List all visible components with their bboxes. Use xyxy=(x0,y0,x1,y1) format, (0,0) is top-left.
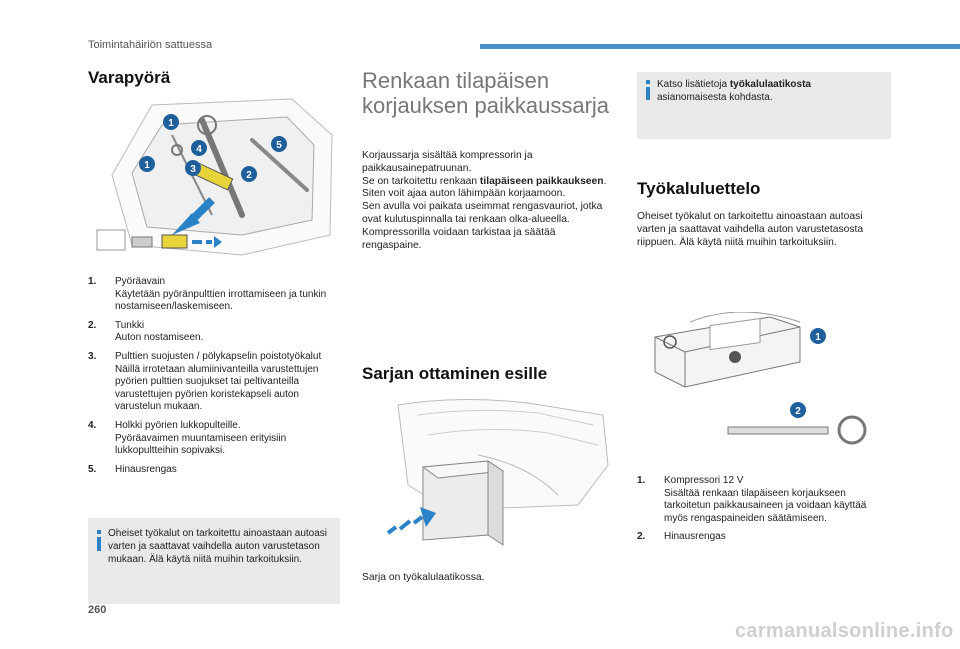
svg-text:2: 2 xyxy=(795,406,801,417)
kit-location-caption: Sarja on työkalulaatikossa. xyxy=(362,572,485,583)
spare-wheel-title: Varapyörä xyxy=(88,68,171,87)
towing-eye-ring xyxy=(837,415,867,445)
info-icon xyxy=(646,80,650,84)
list-item: 5.Hinausrengas xyxy=(88,463,177,475)
svg-text:1: 1 xyxy=(144,160,150,171)
svg-text:3: 3 xyxy=(190,164,196,175)
info-note-toolbox: Katso lisätietoja työkalulaatikosta asia… xyxy=(637,72,891,139)
callout-2: 2 xyxy=(790,402,806,418)
callout-1: 1 xyxy=(139,156,155,172)
svg-text:2: 2 xyxy=(246,170,252,181)
info-icon xyxy=(97,530,101,534)
svg-text:5: 5 xyxy=(276,140,282,151)
svg-text:1: 1 xyxy=(815,332,821,343)
list-item: 3.Pulttien suojusten / pölykapselin pois… xyxy=(88,350,322,413)
callout-3a: 1 xyxy=(163,114,179,130)
info-note-tools: Oheiset työkalut on tarkoitettu ainoasta… xyxy=(88,518,340,604)
callout-2: 2 xyxy=(241,166,257,182)
callout-1: 1 xyxy=(810,328,826,344)
spare-wheel-tools-illustration: 1 4 1 3 2 5 xyxy=(96,98,333,256)
compressor-illustration: 1 2 xyxy=(654,312,867,445)
repair-kit-description: Korjaussarja sisältää kompressorin ja pa… xyxy=(362,150,607,251)
callout-3b: 3 xyxy=(185,160,201,176)
header-accent-bar xyxy=(480,44,960,49)
tool-list-title: Työkaluluettelo xyxy=(637,179,761,198)
kit-access-title: Sarjan ottaminen esille xyxy=(362,364,548,383)
svg-text:4: 4 xyxy=(196,144,202,155)
kit-location-illustration xyxy=(386,398,609,546)
towing-eye-shaft xyxy=(727,426,829,435)
tool-list-intro: Oheiset työkalut on tarkoitettu ainoasta… xyxy=(637,211,864,248)
svg-text:1: 1 xyxy=(168,118,174,129)
list-item: 2.Hinausrengas xyxy=(637,531,726,543)
callout-5: 5 xyxy=(271,136,287,152)
watermark: carmanualsonline.info xyxy=(735,620,954,642)
page-number: 260 xyxy=(88,604,107,616)
section-header: Toimintahäiriön sattuessa xyxy=(88,39,213,51)
callout-4: 4 xyxy=(191,140,207,156)
list-item: 4.Holkki pyörien lukkopulteille.Pyöräava… xyxy=(88,419,287,457)
